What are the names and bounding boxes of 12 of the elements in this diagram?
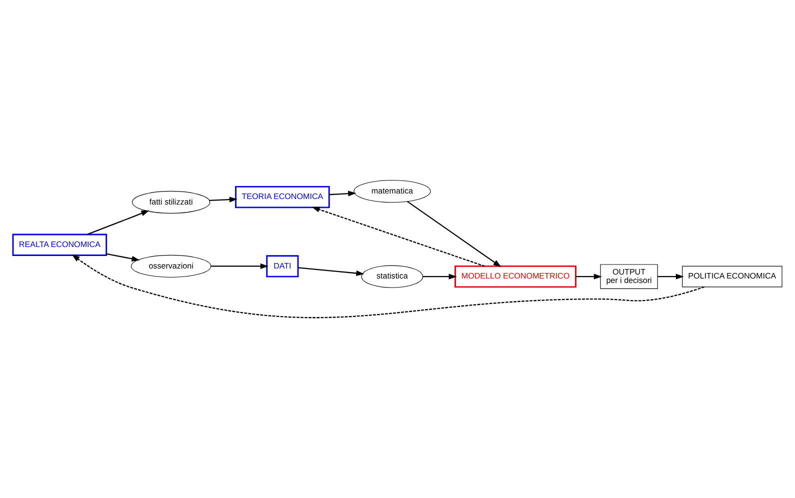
arrow: [72, 254, 704, 318]
arrow: [422, 274, 457, 280]
arrow: [312, 206, 485, 267]
arrow: [106, 253, 140, 262]
arrow: [658, 274, 684, 280]
arrow: [298, 267, 364, 276]
arrow: [211, 263, 268, 270]
arrow: [87, 210, 150, 235]
arrow: [209, 196, 238, 202]
arrow: [406, 200, 502, 268]
arrow: [329, 190, 356, 196]
arrow: [576, 274, 602, 280]
